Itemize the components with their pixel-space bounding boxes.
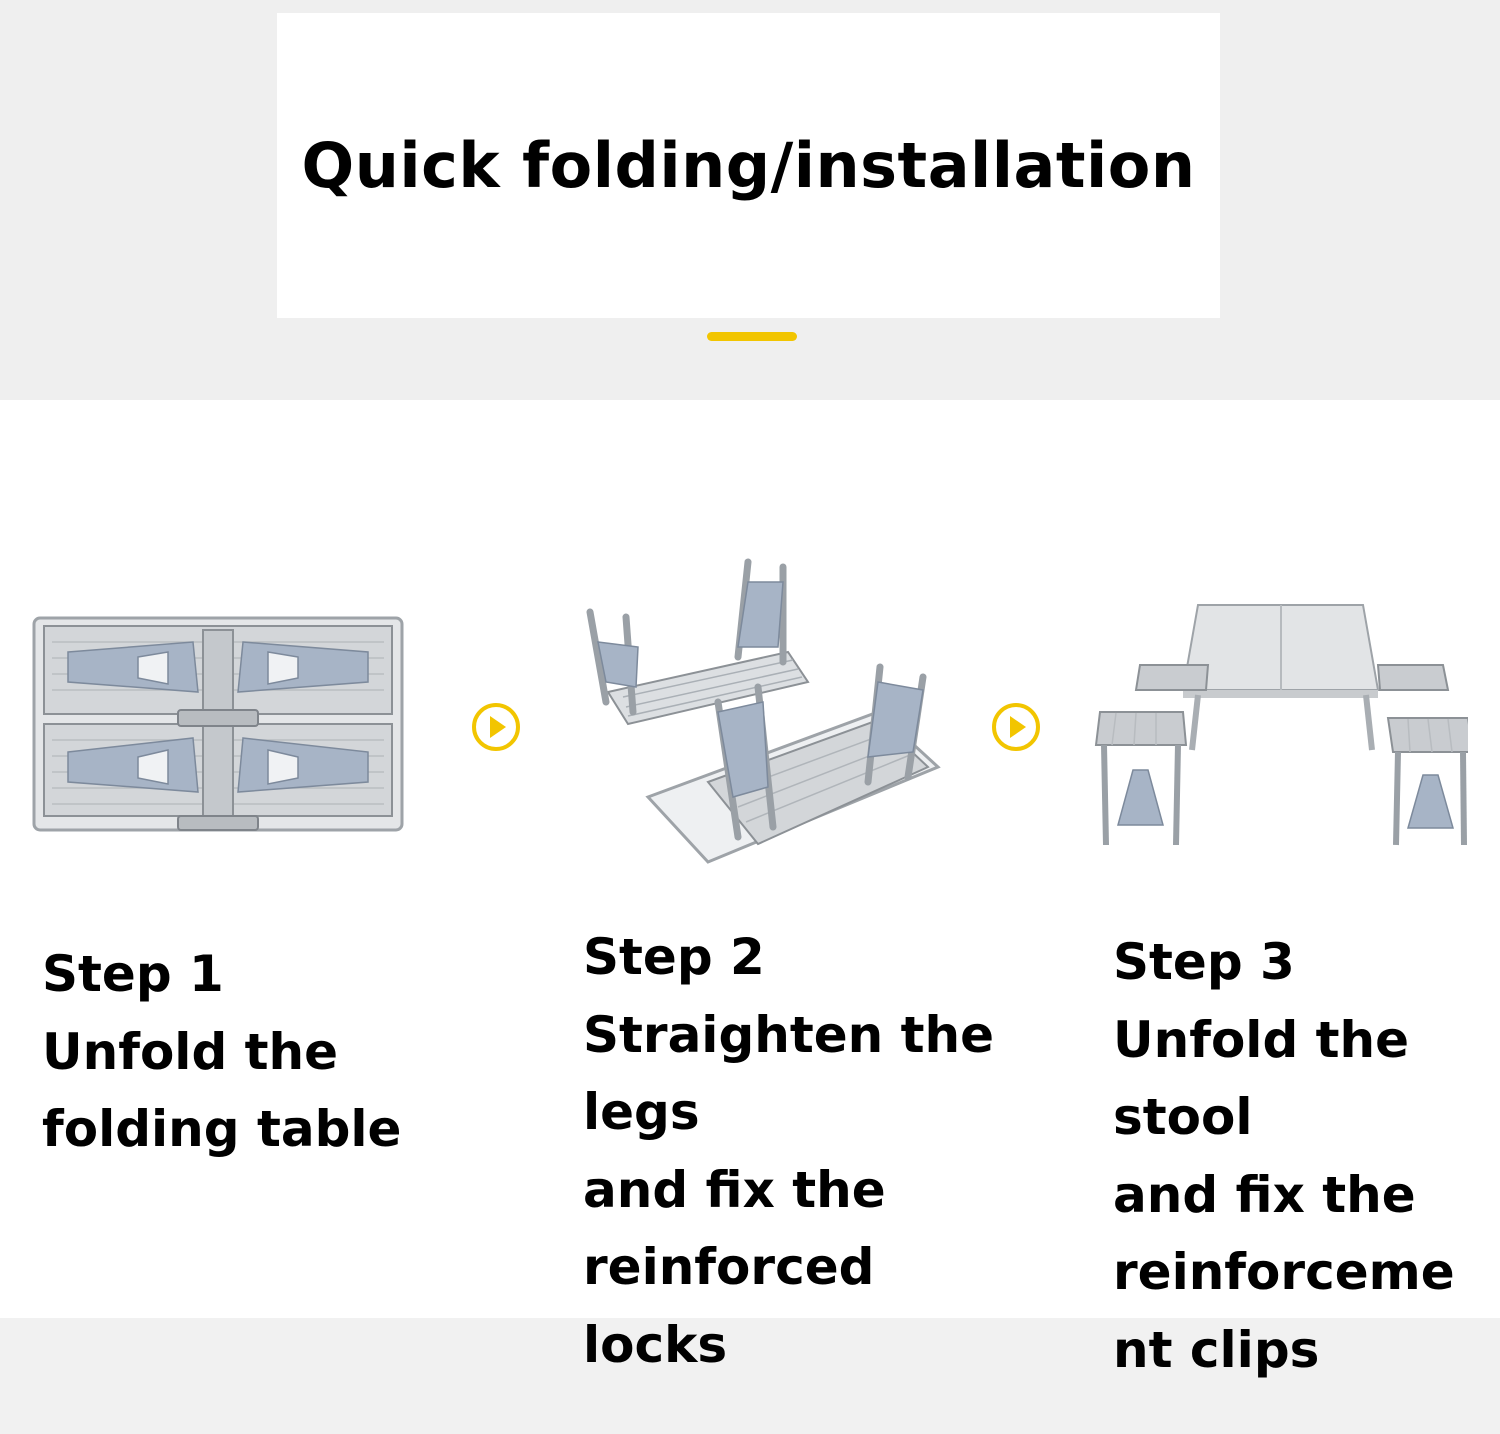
play-arrow-icon bbox=[992, 703, 1040, 751]
step-3-line: stool bbox=[1113, 1088, 1253, 1146]
step-2-line: and fix the bbox=[583, 1160, 886, 1219]
steps-panel bbox=[0, 400, 1500, 1318]
folded-table-icon bbox=[32, 616, 404, 832]
accent-divider bbox=[707, 332, 797, 341]
table-with-stools-icon bbox=[1094, 604, 1468, 846]
step-3-line: reinforceme bbox=[1113, 1243, 1455, 1301]
page-title: Quick folding/installation bbox=[301, 129, 1196, 202]
step-3-line: and fix the bbox=[1113, 1165, 1416, 1224]
step-3-line: Unfold the bbox=[1113, 1010, 1410, 1069]
step-2-line: Step 2 bbox=[583, 928, 765, 986]
step-2-line: locks bbox=[583, 1315, 728, 1374]
title-card: Quick folding/installation bbox=[277, 13, 1220, 318]
play-arrow-icon bbox=[472, 703, 520, 751]
step-3-line: nt clips bbox=[1113, 1320, 1320, 1379]
step-2-line: legs bbox=[583, 1083, 700, 1141]
step-3-line: Step 3 bbox=[1113, 933, 1295, 991]
step-1-line: Step 1 bbox=[42, 945, 224, 1003]
step-1-line: folding table bbox=[42, 1100, 402, 1158]
step-1-line: Unfold the bbox=[42, 1022, 339, 1081]
step-3-text: Step 3 Unfold the stool and fix the rein… bbox=[1113, 924, 1455, 1389]
table-legs-unfolding-icon bbox=[586, 558, 941, 864]
bottom-band bbox=[0, 1318, 1500, 1434]
step-2-line: reinforced bbox=[583, 1238, 875, 1296]
step-2-line: Straighten the bbox=[583, 1005, 995, 1064]
step-2-text: Step 2 Straighten the legs and fix the r… bbox=[583, 919, 994, 1384]
step-1-text: Step 1 Unfold the folding table bbox=[42, 936, 401, 1169]
